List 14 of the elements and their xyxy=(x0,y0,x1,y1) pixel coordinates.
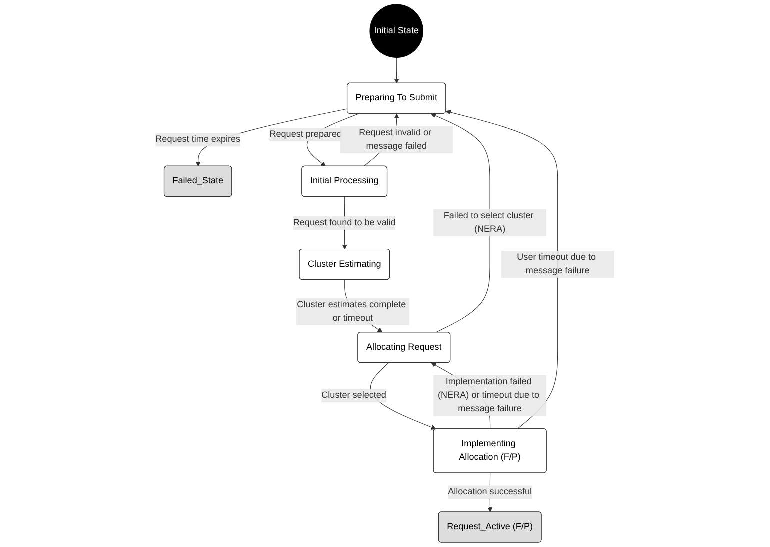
edge-label: Implementation failed (NERA) or timeout due to message failure xyxy=(438,377,540,414)
arrow xyxy=(431,113,490,333)
edge-label: User timeout due to message failure xyxy=(517,252,596,276)
edge-label: Allocation successful xyxy=(448,487,532,497)
edge-label: Request invalid or message failed xyxy=(359,128,432,152)
node-circle: Initial State xyxy=(370,4,424,58)
edge-label: Request prepared xyxy=(270,130,342,140)
edge-label: Request time expires xyxy=(156,134,241,144)
arrow xyxy=(394,57,400,84)
arrow xyxy=(196,108,348,167)
edge-label: Request found to be valid xyxy=(293,218,396,228)
edge-label: Cluster selected xyxy=(322,390,386,400)
edge-label: Failed to select cluster (NERA) xyxy=(444,211,534,234)
edge-label: Cluster estimates complete or timeout xyxy=(297,300,406,324)
